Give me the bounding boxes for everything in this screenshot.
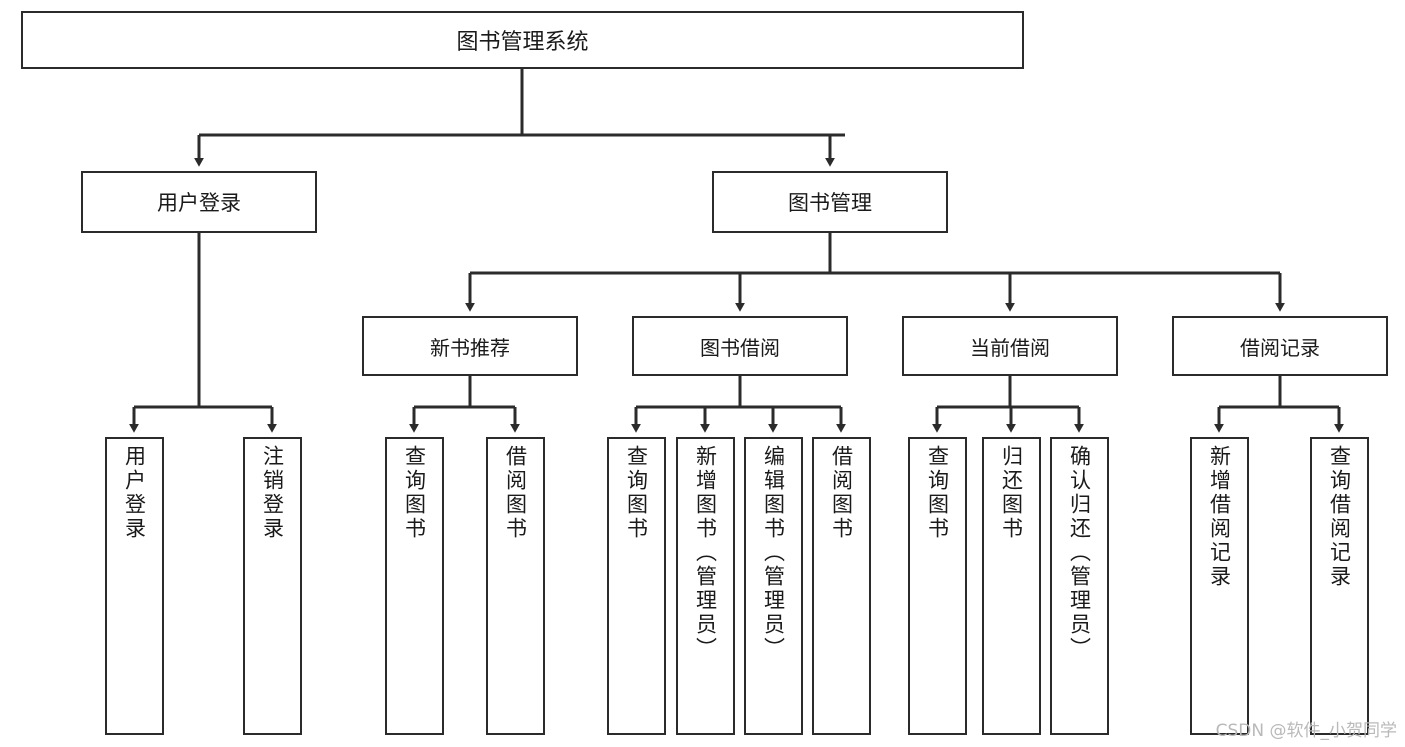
watermark: CSDN @软件_小贺同学 [1215,721,1397,741]
leaf-edit-book-admin[interactable]: 编辑图书（管理员） [744,437,803,735]
node-label: 借阅图书 [829,445,854,541]
leaf-query-book-recommend[interactable]: 查询图书 [385,437,444,735]
node-user-login[interactable]: 用户登录 [81,171,317,233]
node-label: 查询图书 [402,445,427,541]
node-book-management[interactable]: 图书管理 [712,171,948,233]
node-label: 新书推荐 [430,335,510,360]
node-label: 编辑图书（管理员） [761,445,786,661]
node-label: 借阅记录 [1240,335,1320,360]
node-label: 新增图书（管理员） [693,445,718,661]
leaf-query-book-current[interactable]: 查询图书 [908,437,967,735]
node-label: 确认归还（管理员） [1067,445,1092,661]
leaf-return-book[interactable]: 归还图书 [982,437,1041,735]
leaf-query-book-borrow[interactable]: 查询图书 [607,437,666,735]
node-new-book-recommend[interactable]: 新书推荐 [362,316,578,376]
node-label: 借阅图书 [503,445,528,541]
leaf-add-borrow-record[interactable]: 新增借阅记录 [1190,437,1249,735]
node-root[interactable]: 图书管理系统 [21,11,1024,69]
leaf-query-borrow-record[interactable]: 查询借阅记录 [1310,437,1369,735]
node-label: 用户登录 [122,445,147,541]
node-borrow-record[interactable]: 借阅记录 [1172,316,1388,376]
node-current-borrow[interactable]: 当前借阅 [902,316,1118,376]
node-label: 归还图书 [999,445,1024,541]
node-label: 用户登录 [157,191,241,215]
node-label: 注销登录 [260,445,285,541]
leaf-confirm-return-admin[interactable]: 确认归还（管理员） [1050,437,1109,735]
leaf-user-login[interactable]: 用户登录 [105,437,164,735]
node-label: 图书管理系统 [456,30,589,55]
node-label: 查询图书 [624,445,649,541]
node-label: 查询图书 [925,445,950,541]
node-label: 当前借阅 [970,335,1050,360]
node-label: 查询借阅记录 [1327,445,1352,589]
node-label: 图书管理 [788,191,872,215]
node-book-borrow[interactable]: 图书借阅 [632,316,848,376]
leaf-logout[interactable]: 注销登录 [243,437,302,735]
leaf-borrow-book-recommend[interactable]: 借阅图书 [486,437,545,735]
node-label: 图书借阅 [700,335,780,360]
leaf-add-book-admin[interactable]: 新增图书（管理员） [676,437,735,735]
node-label: 新增借阅记录 [1207,445,1232,589]
leaf-borrow-book[interactable]: 借阅图书 [812,437,871,735]
